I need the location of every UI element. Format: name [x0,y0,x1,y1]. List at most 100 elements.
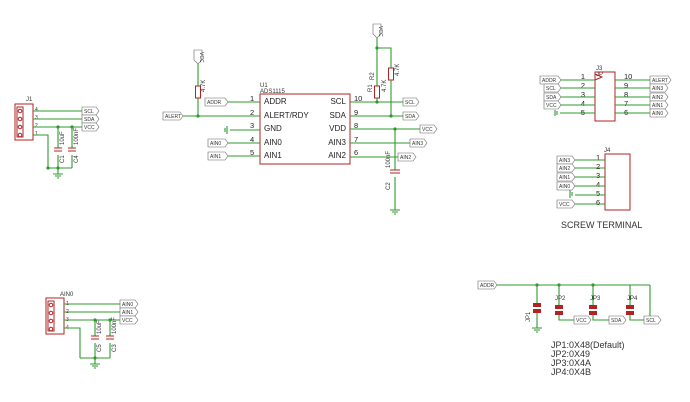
svg-text:AIN1: AIN1 [559,175,570,181]
address-jumpers: ADDR JP1 JP2 JP3 JP4 VCC SDA SCL [477,280,662,333]
c3-ref: C3 [112,344,118,352]
r1-value: 4.7K [382,80,388,92]
jp1-label: JP1 [526,311,532,322]
svg-text:AIN2: AIN2 [652,95,663,101]
u1-part: ADS1115 [260,89,285,95]
svg-text:2: 2 [596,162,600,171]
svg-text:2: 2 [35,123,38,129]
svg-text:VCC: VCC [377,26,383,37]
svg-text:ADDR: ADDR [480,283,495,289]
svg-text:2: 2 [250,108,254,117]
svg-text:5: 5 [596,189,600,198]
svg-text:6: 6 [596,198,600,207]
svg-text:AIN1: AIN1 [122,310,133,316]
svg-text:8: 8 [624,90,628,99]
svg-text:AIN1: AIN1 [210,154,221,160]
c5-value: 10uF [97,320,103,334]
svg-text:AIN2: AIN2 [559,166,570,172]
svg-text:SDA: SDA [546,95,557,101]
j4-screw-terminal: J4 1 2 3 4 5 6 AIN3 AIN2 AIN1 AIN0 VCC S… [556,148,642,230]
j1-ref: J1 [26,97,33,103]
note-jp2: JP2:0X49 [551,349,590,359]
svg-text:VCC: VCC [576,318,587,324]
svg-text:1: 1 [35,131,38,137]
svg-text:VCC: VCC [546,103,557,109]
c5-ref: C5 [97,344,103,352]
svg-text:AIN0: AIN0 [210,141,221,147]
svg-text:AIN3: AIN3 [559,158,570,164]
svg-text:1: 1 [250,94,254,103]
svg-text:AIN3: AIN3 [328,138,346,147]
j1-net-flags: SCL SDA VCC [81,106,100,132]
svg-text:9: 9 [354,108,358,117]
ain0-connector: AIN0 1 2 3 4 C5 10uF C3 100nF AIN0 AIN1 … [45,292,139,369]
svg-text:ALERT: ALERT [652,78,668,84]
net-flag [81,106,100,116]
svg-text:AIN0: AIN0 [559,184,570,190]
svg-text:SCL: SCL [84,109,94,115]
svg-text:SDA: SDA [405,114,416,120]
jp3-label: JP3 [590,296,601,302]
svg-text:AIN2: AIN2 [400,155,411,161]
svg-text:AIN0: AIN0 [652,111,663,117]
j3-part: JP [596,72,603,78]
svg-text:SCL: SCL [646,318,656,324]
j1-connector: J1 4 3 2 1 C1 10uF C4 100nF [14,97,82,179]
svg-text:ADDR: ADDR [207,100,222,106]
svg-text:GND: GND [264,124,282,133]
svg-text:AIN1: AIN1 [264,151,282,160]
r-alert-value: 4.7K [201,80,207,92]
svg-text:VDD: VDD [329,124,346,133]
svg-text:AIN3: AIN3 [652,86,663,92]
svg-text:SDA: SDA [84,117,95,123]
svg-text:3: 3 [250,121,254,130]
svg-text:VCC: VCC [559,202,570,208]
svg-text:2: 2 [581,81,585,90]
u1-ads1115: U1 ADS1115 ADDR ALERT/RDY GND AIN0 AIN1 … [250,83,362,165]
svg-text:AIN1: AIN1 [652,103,663,109]
c1-ref: C1 [60,155,66,163]
svg-text:4: 4 [596,180,600,189]
c3-value: 100nF [112,317,118,334]
svg-text:4: 4 [581,99,585,108]
svg-text:VCC: VCC [198,52,204,63]
c4-value: 100nF [74,128,80,145]
ain0-conn-ref: AIN0 [60,292,74,298]
svg-text:7: 7 [624,99,628,108]
svg-text:AIN0: AIN0 [122,302,133,308]
svg-text:3: 3 [581,90,585,99]
svg-text:SCL: SCL [546,86,556,92]
svg-text:ADDR: ADDR [542,78,557,84]
r2-value: 4.7K [395,64,401,76]
svg-text:VCC: VCC [122,318,133,324]
svg-text:1: 1 [581,72,585,81]
jp4-label: JP4 [627,296,638,302]
svg-text:4: 4 [35,107,38,113]
j3-header: J3 JP 1 2 3 4 5 10 9 8 7 6 ADDR SCL SDA … [539,66,672,122]
svg-text:3: 3 [35,115,38,121]
svg-text:10: 10 [624,72,632,81]
svg-text:SCL: SCL [405,100,415,106]
svg-text:3: 3 [596,171,600,180]
svg-text:1: 1 [596,153,600,162]
svg-text:SDA: SDA [330,111,347,120]
u1-ref: U1 [260,83,268,89]
svg-text:4: 4 [250,135,254,144]
svg-text:SDA: SDA [611,318,622,324]
svg-text:AIN2: AIN2 [328,151,346,160]
c1-value: 10uF [60,131,66,145]
r1-ref: R1 [368,84,374,92]
u1-left-wiring: 4.7K VCC ADDR ALERT AIN0 AIN1 [162,49,260,161]
svg-text:10: 10 [354,94,362,103]
svg-text:5: 5 [250,148,254,157]
note-jp1: JP1:0X48(Default) [551,340,625,350]
j3-ref: J3 [596,66,603,72]
j4-caption: SCREW TERMINAL [561,220,642,230]
jp2-label: JP2 [555,296,566,302]
c4-ref: C4 [74,155,80,163]
svg-text:7: 7 [354,135,358,144]
c2-ref: C2 [386,182,392,190]
r2-ref: R2 [370,72,376,80]
svg-text:ALERT: ALERT [165,114,181,120]
